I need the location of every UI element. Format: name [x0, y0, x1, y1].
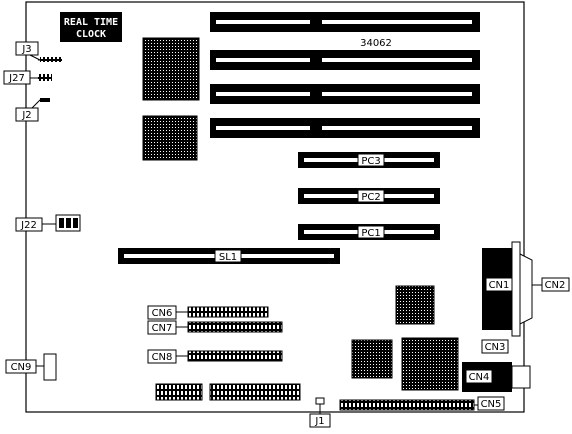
connector-cn1: CN1	[482, 241, 533, 337]
connector-cn6: CN6	[147, 305, 269, 320]
header-bottom-middle	[209, 383, 301, 401]
label-j27: J27	[8, 73, 25, 84]
chip-lower-left	[142, 115, 198, 161]
connector-cn8: CN8	[147, 349, 283, 364]
label-pc1: PC1	[361, 228, 380, 239]
isa-slot-1	[210, 12, 480, 32]
chip-right-lower-left	[351, 339, 393, 379]
jumper-j2: J2	[15, 98, 50, 122]
real-time-clock: REAL TIME CLOCK	[60, 12, 122, 42]
isa-slot-4	[210, 118, 480, 138]
label-cn7: CN7	[152, 323, 173, 334]
label-cn4: CN4	[469, 372, 490, 383]
label-cn3: CN3	[485, 342, 506, 353]
label-cn5: CN5	[481, 399, 502, 410]
label-pc3: PC3	[361, 156, 380, 167]
chip-right-lower-main	[401, 337, 459, 391]
connector-cn9: CN9	[5, 353, 57, 381]
isa-slot-3	[210, 84, 480, 104]
header-bottom-left	[155, 383, 203, 401]
rtc-label-line2: CLOCK	[76, 29, 106, 40]
board-outline	[25, 1, 525, 413]
isa-slots	[210, 12, 480, 138]
connector-cn3: CN3	[481, 339, 509, 354]
rtc-label-line1: REAL TIME	[64, 17, 118, 28]
connector-cn5: CN5	[339, 396, 505, 411]
label-j1: J1	[314, 416, 324, 427]
label-pc2: PC2	[361, 192, 380, 203]
chip-upper-left	[142, 37, 200, 101]
jumper-j22: J22	[15, 214, 81, 232]
label-j22: J22	[20, 220, 37, 231]
slot-pc2: PC2	[298, 188, 440, 204]
label-cn9: CN9	[11, 362, 32, 373]
label-cn1: CN1	[489, 280, 510, 291]
label-cn2: CN2	[545, 280, 566, 291]
connector-cn4: CN4	[462, 362, 531, 392]
label-sl1: SL1	[219, 252, 237, 263]
label-cn6: CN6	[152, 308, 173, 319]
jumper-j27: J27	[3, 70, 52, 85]
slot-sl1: SL1	[118, 248, 340, 264]
chip-right-upper	[395, 285, 435, 325]
isa-slot-2	[210, 50, 480, 70]
slot-pc3: PC3	[298, 152, 440, 168]
slot-pc1: PC1	[298, 224, 440, 240]
connector-cn2: CN2	[532, 277, 570, 292]
label-cn8: CN8	[152, 352, 173, 363]
jumper-j3: J3	[15, 41, 62, 62]
part-number: 34062	[360, 38, 392, 49]
label-j2: J2	[21, 110, 31, 121]
connector-cn7: CN7	[147, 320, 283, 335]
label-j3: J3	[21, 44, 31, 55]
jumper-j1: J1	[309, 397, 331, 428]
